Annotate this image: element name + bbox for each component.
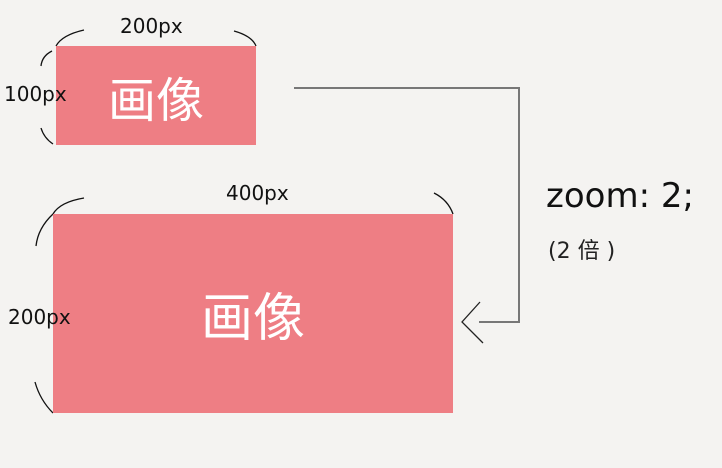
zoom-css-label: zoom: 2; bbox=[546, 176, 694, 216]
bracket-large-top-left bbox=[52, 197, 85, 215]
bracket-large-left-top bbox=[35, 213, 54, 247]
large-image-text: 画像 bbox=[200, 289, 305, 349]
bracket-left-bottom bbox=[40, 127, 54, 145]
small-image-box: 画像 bbox=[56, 46, 256, 145]
bracket-large-left-bottom bbox=[34, 381, 54, 414]
small-image-text: 画像 bbox=[107, 72, 204, 129]
small-height-label: 100px bbox=[4, 82, 67, 106]
large-image-box: 画像 bbox=[53, 214, 453, 413]
zoom-multiplier-note: (2 倍 ) bbox=[548, 239, 616, 264]
bracket-top-right bbox=[233, 30, 257, 47]
small-width-label: 200px bbox=[120, 14, 183, 38]
bracket-top-left bbox=[55, 29, 85, 47]
large-height-label: 200px bbox=[8, 305, 71, 329]
large-width-label: 400px bbox=[226, 181, 289, 205]
arrow-left-icon bbox=[461, 301, 484, 344]
bracket-left-top bbox=[40, 50, 53, 67]
bracket-large-top-right bbox=[433, 192, 454, 215]
